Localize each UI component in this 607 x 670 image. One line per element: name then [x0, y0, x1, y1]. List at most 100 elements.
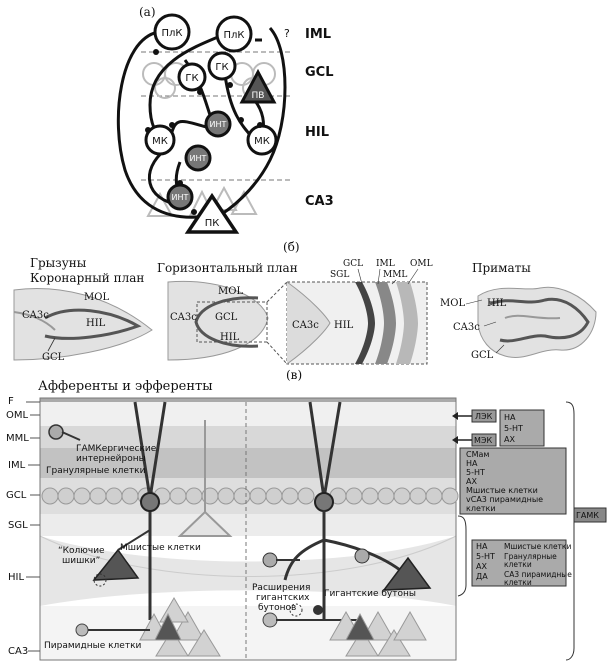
hilar-projection-cell: [177, 420, 233, 537]
cell-plk-2: ПлК: [215, 15, 253, 53]
svg-text:АХ: АХ: [504, 435, 515, 444]
svg-text:ИНТ: ИНТ: [210, 120, 227, 129]
primate-label-gcl: GCL: [471, 350, 494, 361]
cell-pv: ПВ: [239, 68, 277, 104]
svg-text:Мшистые клетки: Мшистые клетки: [466, 486, 538, 495]
thorny-label-line2: шишки”: [62, 556, 100, 566]
svg-text:ГК: ГК: [215, 62, 228, 73]
granule-cell-left: [133, 401, 167, 620]
zoom-label-mml: MML: [383, 270, 407, 280]
coronal-section: MOL CA3c HIL GCL: [13, 288, 153, 363]
gamk-bracket: [565, 401, 575, 661]
svg-text:ИНТ: ИНТ: [172, 193, 189, 202]
panel-b: (б) Грызуны Коронарный план Горизонтальн…: [13, 240, 597, 365]
svg-text:МЭК: МЭК: [474, 436, 492, 445]
band-f: [40, 398, 456, 402]
coronal-label-hil: HIL: [86, 318, 106, 329]
cell-plk-1: ПлК: [153, 13, 191, 51]
gaba-interneuron: [48, 424, 81, 441]
coronal-label-gcl: GCL: [42, 352, 65, 363]
cell-pk: ПК: [184, 192, 240, 234]
svg-text:MML: MML: [6, 433, 29, 444]
granule-cell-right: [283, 401, 401, 620]
synapse-dots: [145, 49, 263, 215]
svg-text:НА: НА: [476, 542, 488, 551]
svg-text:ПК: ПК: [205, 218, 220, 229]
panel-c: (в) Афференты и эфференты F OML MML IML …: [6, 368, 607, 661]
layer-label-iml: IML: [305, 27, 331, 42]
pyramidal-cluster-right: [329, 610, 427, 657]
gaba-label-line2: интернейроны: [76, 454, 146, 464]
panel-a: (а) IML GCL HIL CA3: [116, 5, 334, 234]
svg-text:АХ: АХ: [466, 477, 477, 486]
iml-input-box: СМам НА 5-НТ АХ Мшистые клетки vCA3 пира…: [459, 447, 567, 515]
cell-gk-1: ГК: [177, 62, 207, 92]
svg-text:СМам: СМам: [466, 450, 489, 459]
mossy-cells-label: Мшистые клетки: [120, 543, 201, 553]
mek-input: МЭК: [452, 433, 497, 447]
primate-label-ca3c: CA3c: [453, 322, 480, 333]
svg-text:МК: МК: [152, 136, 168, 147]
svg-text:клетки: клетки: [466, 504, 496, 513]
svg-text:ГАМК: ГАМК: [576, 511, 599, 520]
layer-label-gcl: GCL: [305, 65, 334, 80]
primate-label-hil: HIL: [487, 298, 507, 309]
cell-mk-2: МК: [246, 124, 278, 156]
cell-gk-2: ГК: [207, 51, 237, 81]
svg-text:ПлК: ПлК: [223, 30, 244, 41]
cell-int-3: ИНТ: [166, 183, 194, 211]
horizontal-label-ca3c: CA3c: [170, 312, 197, 323]
svg-text:АХ: АХ: [476, 562, 487, 571]
svg-text:ГК: ГК: [185, 73, 198, 84]
horizontal-label-gcl: GCL: [215, 312, 238, 323]
granule-cells-label: Гранулярные клетки: [46, 466, 146, 476]
horizontal-label-hil: HIL: [220, 332, 240, 343]
ec-neuromodulator-box: НА 5-НТ АХ: [499, 409, 545, 447]
layer-label-ca3: CA3: [305, 194, 334, 209]
mossy-cell-left: [92, 529, 151, 587]
svg-text:ПлК: ПлК: [161, 28, 182, 39]
cell-mk-1: МК: [144, 124, 176, 156]
coronal-plane-title: Коронарный план: [30, 271, 144, 285]
hil-input-box: НА 5-НТ АХ ДА Мшистые клетки Гранулярные…: [471, 539, 572, 587]
svg-text:vCA3 пирамидные: vCA3 пирамидные: [466, 495, 543, 504]
svg-text:GCL: GCL: [6, 490, 27, 501]
zoom-label-gcl: GCL: [343, 259, 363, 269]
svg-text:НА: НА: [466, 459, 478, 468]
pyramidal-interneuron: [75, 623, 89, 637]
zoom-label-ca3c: CA3c: [292, 320, 319, 331]
expansion-label-line1: Расширения: [252, 583, 310, 593]
horizontal-plane-title: Горизонтальный план: [157, 261, 298, 275]
gamk-box: ГАМК: [573, 507, 607, 523]
svg-text:F: F: [8, 396, 14, 407]
cell-int-1: ИНТ: [204, 110, 232, 138]
svg-text:ПВ: ПВ: [252, 91, 265, 101]
svg-text:МК: МК: [254, 136, 270, 147]
rodents-title: Грызуны: [30, 256, 87, 270]
primates-title: Приматы: [472, 261, 531, 275]
svg-text:CA3: CA3: [8, 646, 28, 657]
zoom-label-hil: HIL: [334, 320, 354, 331]
lek-input: ЛЭК: [452, 409, 497, 423]
panel-c-frame: [39, 397, 457, 661]
gaba-label-line1: ГАМКергические: [76, 444, 157, 454]
cell-int-2: ИНТ: [184, 144, 212, 172]
horizontal-section: MOL GCL CA3c HIL: [167, 280, 269, 361]
svg-text:ЛЭК: ЛЭК: [475, 412, 493, 421]
panel-c-layer-labels: F OML MML IML GCL SGL HIL CA3: [6, 396, 40, 657]
expansion-label-line3: бутонов: [258, 603, 296, 613]
zoom-label-iml: IML: [376, 259, 395, 269]
svg-text:5-НТ: 5-НТ: [466, 468, 485, 477]
svg-text:HIL: HIL: [8, 572, 24, 583]
zoom-inset: CA3c HIL SGL GCL IML MML OML: [266, 259, 433, 365]
band-oml: [40, 402, 456, 426]
primate-label-mol: MOL: [440, 298, 465, 309]
svg-text:5-НТ: 5-НТ: [476, 552, 495, 561]
pyramidal-cells-label: Пирамидные клетки: [44, 641, 141, 651]
band-hil: [40, 536, 456, 606]
svg-text:SGL: SGL: [8, 520, 28, 531]
layer-label-hil: HIL: [305, 125, 329, 140]
expansion-label-line2: гигантских: [256, 593, 310, 603]
band-sgl: [40, 514, 456, 536]
